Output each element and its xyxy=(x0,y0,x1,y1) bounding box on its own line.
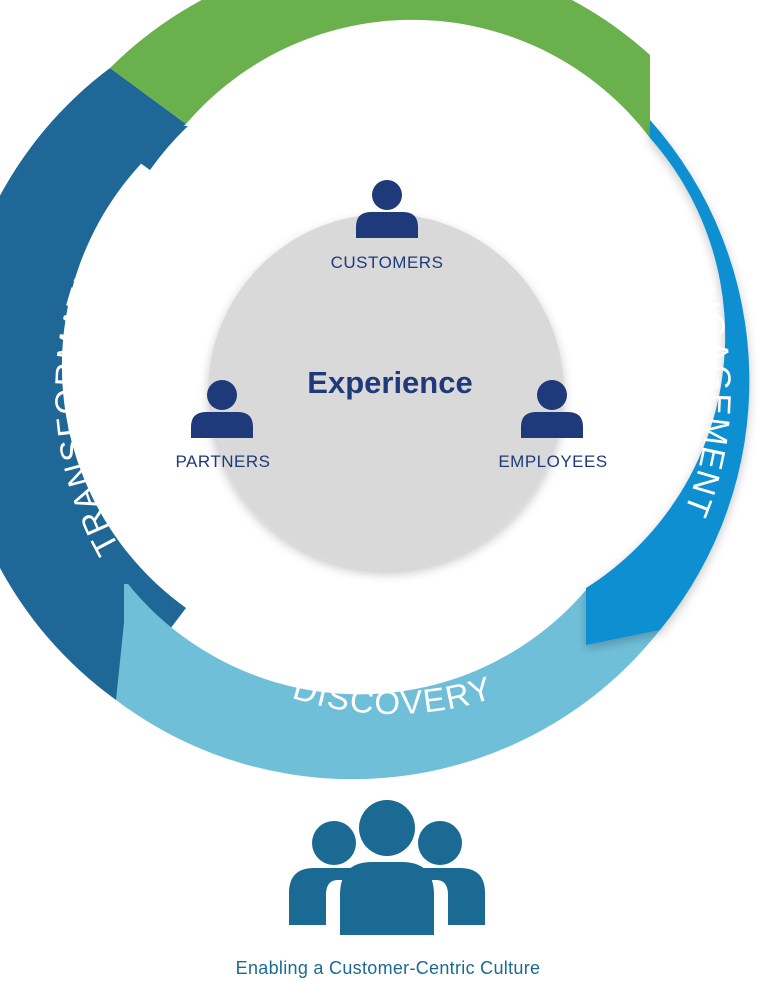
group-icon xyxy=(289,800,485,935)
segment-discovery-tab xyxy=(124,584,186,645)
cycle-ring xyxy=(0,0,750,780)
center-circle xyxy=(208,214,564,570)
person-icon xyxy=(521,380,583,438)
person-icon xyxy=(191,380,253,438)
segment-insights xyxy=(110,0,650,138)
person-label-employees: EMPLOYEES xyxy=(498,452,607,471)
person-icon xyxy=(356,180,418,238)
segment-transformation xyxy=(0,68,186,700)
person-partners: PARTNERS xyxy=(175,380,270,471)
person-customers: CUSTOMERS xyxy=(331,180,444,272)
person-employees: EMPLOYEES xyxy=(498,380,607,471)
center-title: Experience xyxy=(307,365,472,400)
segment-discovery xyxy=(116,584,660,780)
segment-transformation-tab xyxy=(122,122,188,170)
person-label-customers: CUSTOMERS xyxy=(331,253,444,272)
segment-label-insights: INSIGHTS xyxy=(303,46,483,94)
person-label-partners: PARTNERS xyxy=(175,452,270,471)
segment-engagement xyxy=(586,120,750,645)
footer-caption: Enabling a Customer-Centric Culture xyxy=(236,958,541,978)
